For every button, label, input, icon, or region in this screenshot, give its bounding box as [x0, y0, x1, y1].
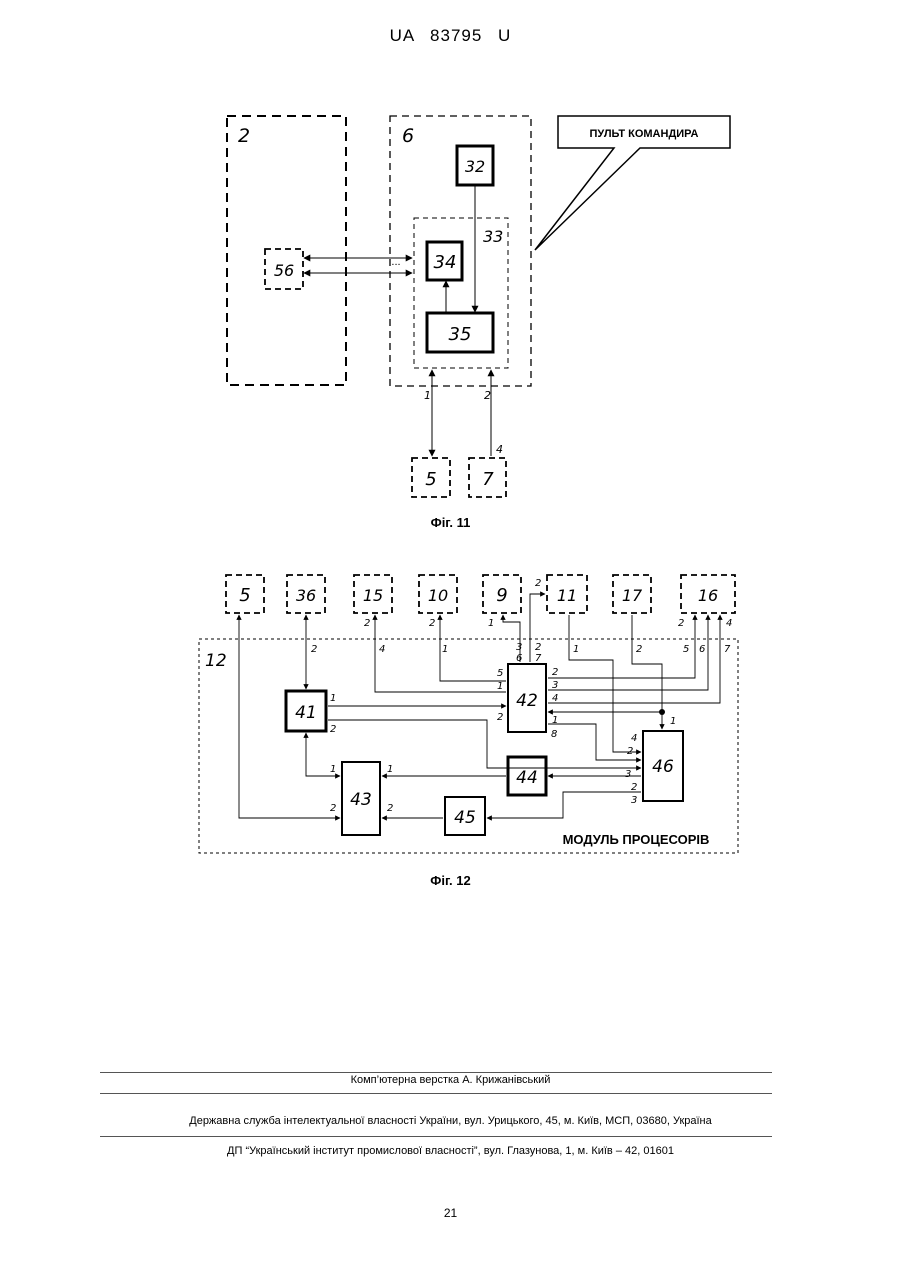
block-42-label: 42 [516, 691, 538, 711]
port-label: 6 [516, 653, 522, 664]
port-label: 2 [552, 667, 558, 678]
port-label: 2 [678, 618, 684, 629]
port-label: 1 [330, 693, 336, 704]
footer-rule-top [100, 1072, 772, 1073]
figure-11-diagram: 2 6 33 32 34 35 56 5 7 ПУЛЬТ КОМАНДИРА .… [0, 0, 901, 520]
module-12-label: МОДУЛЬ ПРОЦЕСОРІВ [563, 832, 710, 847]
port-label: 1 [488, 618, 494, 629]
link-label-4: 4 [496, 443, 503, 456]
figure-12-caption: Фіг. 12 [0, 873, 901, 888]
block-33-label: 33 [483, 227, 503, 246]
port-label: 4 [552, 693, 558, 704]
link-label-1: 1 [424, 389, 431, 402]
port-label: 4 [631, 733, 637, 744]
block-43-label: 43 [350, 790, 372, 810]
port-label: 1 [387, 764, 393, 775]
port-label: 3 [516, 642, 522, 653]
port-label: 2 [330, 803, 336, 814]
port-label: 2 [364, 618, 370, 629]
port-label: 1 [552, 715, 558, 726]
port-label: 1 [573, 644, 579, 655]
port-label: 1 [497, 681, 503, 692]
block-2 [227, 116, 346, 385]
port-label: 5 [497, 668, 503, 679]
port-label: 2 [497, 712, 503, 723]
top-block-11-label: 11 [557, 586, 577, 605]
footer-rule-bottom [100, 1136, 772, 1137]
footer-layout-credit: Комп’ютерна верстка А. Крижанівський [0, 1074, 901, 1086]
footer-printer: ДП “Український інститут промислової вла… [0, 1145, 901, 1157]
top-block-36-label: 36 [296, 586, 316, 605]
port-label: 1 [670, 716, 676, 727]
block-34-label: 34 [434, 252, 457, 273]
top-block-9-label: 9 [496, 585, 507, 606]
footer-rule-middle [100, 1093, 772, 1094]
port-label: 4 [379, 644, 385, 655]
port-label: 7 [724, 644, 731, 655]
port-label: 7 [535, 653, 542, 664]
port-label: 6 [699, 644, 705, 655]
port-label: 2 [535, 578, 541, 589]
block-6-label: 6 [402, 125, 414, 147]
port-label: 3 [631, 795, 637, 806]
figure-12-diagram: 12 МОДУЛЬ ПРОЦЕСОРІВ 5 36 15 10 9 11 17 … [0, 555, 901, 885]
top-block-15-label: 15 [363, 586, 383, 605]
link-ellipsis: ... [391, 256, 400, 268]
port-label: 8 [551, 729, 557, 740]
top-block-10-label: 10 [428, 586, 448, 605]
top-block-17-label: 17 [622, 586, 643, 605]
block-5-label: 5 [425, 469, 436, 490]
port-label: 3 [552, 680, 558, 691]
block-41-label: 41 [295, 703, 317, 723]
callout-text: ПУЛЬТ КОМАНДИРА [590, 128, 699, 140]
port-label: 2 [631, 782, 637, 793]
port-label: 2 [311, 644, 317, 655]
block-56-label: 56 [274, 261, 294, 280]
block-45-label: 45 [454, 808, 476, 828]
port-label: 2 [387, 803, 393, 814]
block-35-label: 35 [449, 324, 472, 345]
block-2-label: 2 [238, 125, 250, 147]
port-label: 2 [636, 644, 642, 655]
footer-publisher: Державна служба інтелектуальної власност… [0, 1115, 901, 1127]
block-32-label: 32 [465, 157, 485, 176]
port-label: 3 [625, 769, 631, 780]
top-block-5-label: 5 [239, 585, 250, 606]
block-46-label: 46 [652, 757, 674, 777]
top-block-16-label: 16 [698, 586, 718, 605]
port-label: 1 [442, 644, 448, 655]
figure-11-caption: Фіг. 11 [0, 515, 901, 530]
module-12-number: 12 [205, 651, 227, 671]
block-7-label: 7 [482, 469, 494, 490]
block-44-label: 44 [516, 768, 538, 788]
junction-dot [659, 709, 665, 715]
page-number: 21 [0, 1206, 901, 1220]
port-label: 2 [429, 618, 435, 629]
port-label: 1 [330, 764, 336, 775]
port-label: 5 [683, 644, 689, 655]
port-label: 2 [627, 746, 633, 757]
port-label: 2 [535, 642, 541, 653]
port-label: 2 [330, 724, 336, 735]
port-label: 4 [726, 618, 732, 629]
link-label-2: 2 [484, 389, 491, 402]
